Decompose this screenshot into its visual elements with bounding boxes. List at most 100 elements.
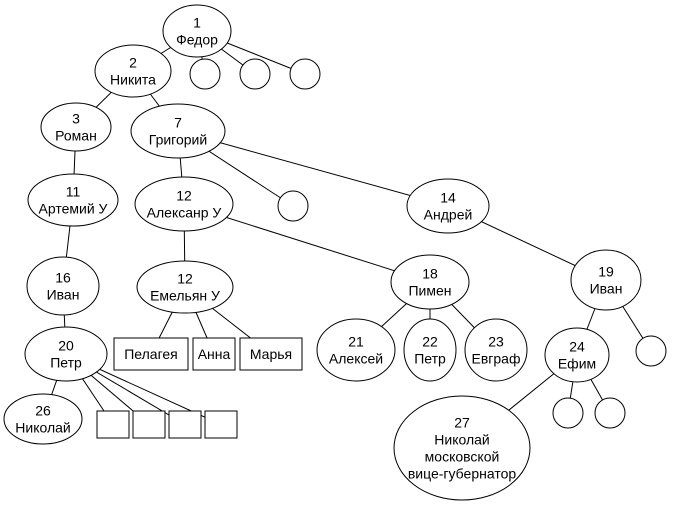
person-ellipse bbox=[316, 318, 396, 382]
empty-ellipse bbox=[239, 58, 271, 90]
tree-node-pel: Пелагея bbox=[113, 337, 189, 371]
person-ellipse bbox=[3, 393, 83, 445]
node-number: 11 bbox=[66, 184, 81, 200]
person-ellipse bbox=[27, 173, 119, 227]
node-label: Пелагея bbox=[124, 346, 178, 362]
node-label: Марья bbox=[250, 346, 292, 362]
empty-ellipse bbox=[189, 58, 221, 90]
node-number: 23 bbox=[488, 334, 504, 350]
node-label: Пимен bbox=[408, 283, 451, 299]
person-box bbox=[204, 410, 238, 439]
person-ellipse bbox=[403, 318, 457, 382]
node-label: московской bbox=[425, 449, 500, 465]
person-ellipse bbox=[406, 178, 490, 234]
node-number: 2 bbox=[129, 55, 137, 71]
tree-node-mar: Марья bbox=[239, 337, 303, 371]
node-label: Ефим bbox=[558, 356, 596, 372]
person-ellipse bbox=[390, 254, 470, 310]
person-box bbox=[192, 337, 236, 371]
node-number: 18 bbox=[422, 266, 438, 282]
tree-node-e1c bbox=[289, 58, 321, 90]
empty-ellipse bbox=[635, 335, 667, 367]
node-label: Роман bbox=[55, 128, 97, 144]
node-label: вице-губернатор bbox=[408, 466, 517, 482]
tree-node-ann: Анна bbox=[192, 337, 236, 371]
tree-node-b20a bbox=[96, 410, 130, 439]
node-number: 7 bbox=[174, 115, 182, 131]
person-ellipse bbox=[40, 102, 112, 152]
node-label: Емельян У bbox=[150, 288, 220, 304]
node-label: Николай bbox=[434, 432, 489, 448]
node-number: 19 bbox=[598, 264, 614, 280]
node-number: 12 bbox=[176, 188, 192, 204]
person-ellipse bbox=[26, 256, 100, 316]
person-box bbox=[96, 410, 130, 439]
person-ellipse bbox=[464, 318, 528, 382]
tree-node-b20c bbox=[168, 410, 202, 439]
node-label: Иван bbox=[590, 281, 623, 297]
person-ellipse bbox=[134, 176, 234, 232]
node-label: Андрей bbox=[424, 207, 473, 223]
node-number: 1 bbox=[193, 15, 201, 31]
node-number: 12 bbox=[177, 271, 193, 287]
person-ellipse bbox=[393, 395, 531, 501]
node-number: 27 bbox=[454, 415, 470, 431]
node-label: Алексанр У bbox=[147, 205, 222, 221]
empty-ellipse bbox=[277, 190, 309, 222]
empty-ellipse bbox=[552, 397, 584, 429]
empty-ellipse bbox=[289, 58, 321, 90]
node-label: Николай bbox=[15, 420, 70, 436]
person-ellipse bbox=[94, 44, 172, 98]
tree-node-e24a bbox=[552, 397, 584, 429]
node-label: Анна bbox=[198, 346, 231, 362]
person-ellipse bbox=[130, 103, 226, 159]
tree-node-e1a bbox=[189, 58, 221, 90]
node-number: 20 bbox=[58, 338, 74, 354]
node-label: Иван bbox=[47, 287, 80, 303]
empty-ellipse bbox=[594, 397, 626, 429]
tree-node-b20b bbox=[132, 410, 166, 439]
person-box bbox=[132, 410, 166, 439]
tree-node-b20d bbox=[204, 410, 238, 439]
person-box bbox=[113, 337, 189, 371]
node-number: 3 bbox=[72, 111, 80, 127]
tree-node-e7a bbox=[277, 190, 309, 222]
tree-node-e19a bbox=[635, 335, 667, 367]
person-box bbox=[168, 410, 202, 439]
node-number: 22 bbox=[422, 334, 438, 350]
node-number: 21 bbox=[348, 334, 364, 350]
node-number: 16 bbox=[55, 270, 71, 286]
node-label: Артемий У bbox=[39, 201, 108, 217]
person-ellipse bbox=[544, 327, 610, 383]
person-ellipse bbox=[570, 249, 642, 311]
node-label: Григорий bbox=[149, 132, 207, 148]
edge-n7-n14 bbox=[177, 130, 449, 207]
person-ellipse bbox=[24, 326, 108, 382]
person-ellipse bbox=[162, 4, 232, 58]
node-label: Никита bbox=[110, 72, 156, 88]
person-ellipse bbox=[136, 260, 234, 314]
node-label: Петр bbox=[50, 355, 82, 371]
node-number: 26 bbox=[35, 403, 51, 419]
tree-node-e1b bbox=[239, 58, 271, 90]
node-number: 14 bbox=[440, 190, 456, 206]
node-number: 24 bbox=[569, 339, 585, 355]
